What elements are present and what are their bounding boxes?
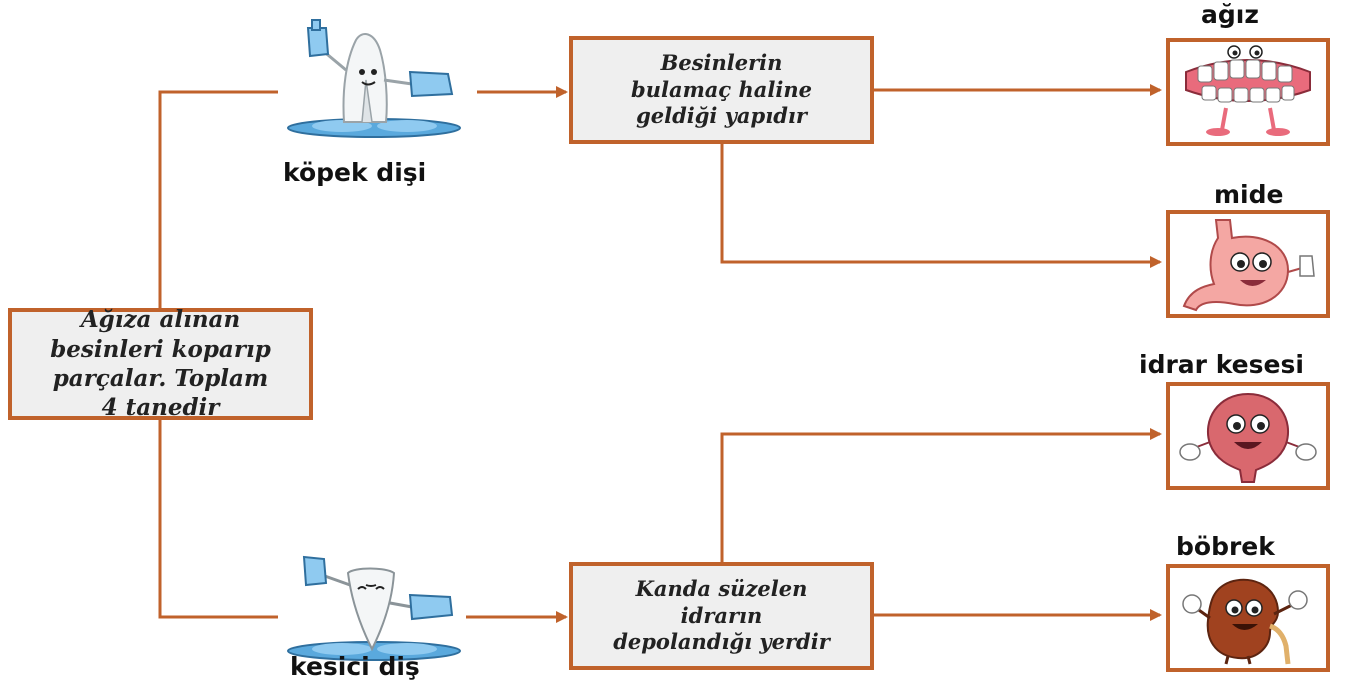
box-left-line-4: 4 tanedir [101,394,220,422]
box-mouth-description: Ağıza alınan besinleri koparıp parçalar.… [8,306,313,422]
box-top-line-2: bulamaç haline [631,76,812,102]
box-stomach-description: Besinlerin bulamaç haline geldiği yapıdı… [569,36,874,144]
incisor-tooth-label: kesici diş [290,652,420,681]
box-top-line-3: geldiği yapıdır [636,103,807,129]
connector-left-to-incisor [158,420,278,619]
connector-left-to-canine [158,90,278,308]
stomach-icon [1182,219,1315,312]
kidney-label: böbrek [1176,532,1275,561]
box-bottom-line-1: Kanda süzelen [635,575,808,601]
bladder-label: idrar kesesi [1139,350,1304,379]
box-bottom-line-2: idrarın [680,602,763,628]
box-left-line-2: besinleri koparıp [50,335,271,363]
mouth-label: ağız [1201,0,1259,29]
box-bottom-line-3: depolandığı yerdir [613,629,830,655]
bladder-card [1166,382,1330,490]
stomach-card [1166,210,1330,318]
arrow-box-to-bladder [720,428,1162,562]
kidney-card [1166,564,1330,672]
bladder-icon [1179,392,1317,483]
kidney-icon [1182,578,1308,665]
canine-tooth-label: köpek dişi [283,158,427,187]
arrow-box-to-stomach [720,144,1162,268]
box-left-line-3: parçalar. Toplam [52,365,269,392]
mouth-card [1166,38,1330,146]
incisor-tooth-icon [287,555,461,661]
canine-tooth-icon [287,19,461,138]
box-top-line-1: Besinlerin [660,49,783,75]
stomach-label: mide [1214,180,1284,209]
box-left-line-1: Ağıza alınan [80,306,241,334]
box-bladder-description: Kanda süzelen idrarın depolandığı yerdir [569,562,874,670]
mouth-icon [1185,45,1311,136]
